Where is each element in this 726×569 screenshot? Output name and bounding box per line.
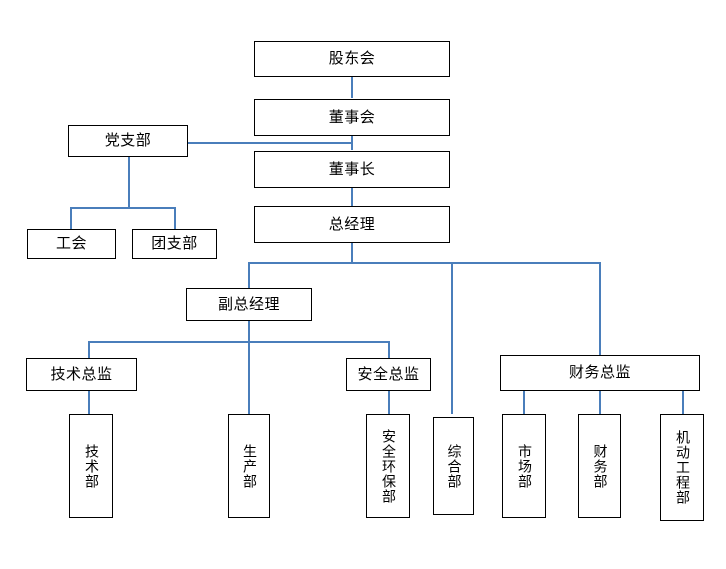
node-label: 财务总监 — [568, 363, 631, 382]
connector-party-branch-stem — [128, 157, 130, 208]
node-safety-director[interactable]: 安全总监 — [346, 358, 431, 391]
node-technical-director[interactable]: 技术总监 — [26, 358, 137, 391]
connector-gm-bus — [248, 262, 601, 264]
connector-bus-to-labor-union — [70, 207, 72, 229]
connector-finance-director-to-equipment-dept — [682, 390, 684, 414]
connector-deputy-gm-bus — [88, 341, 390, 343]
node-label: 生产部 — [241, 443, 258, 489]
node-label: 综合部 — [445, 443, 462, 489]
node-label: 市场部 — [516, 443, 533, 489]
connector-chairman-to-gm — [351, 188, 353, 208]
connector-deputy-gm-stem — [248, 320, 250, 342]
connector-gm-stem — [351, 242, 353, 263]
node-label: 股东会 — [328, 49, 376, 68]
connector-finance-director-to-market-dept — [523, 390, 525, 414]
node-chairman[interactable]: 董事长 — [254, 151, 450, 188]
connector-finance-director-to-finance-dept — [599, 390, 601, 414]
node-deputy-general-manager[interactable]: 副总经理 — [186, 288, 312, 321]
node-label: 党支部 — [104, 131, 152, 150]
connector-bus-to-general-affairs-dept — [451, 262, 453, 414]
connector-bus-to-production-dept — [248, 341, 250, 414]
node-shareholders-meeting[interactable]: 股东会 — [254, 41, 450, 77]
node-finance-dept[interactable]: 财务部 — [578, 414, 621, 518]
connector-safety-director-to-dept — [388, 390, 390, 414]
node-label: 工会 — [55, 234, 87, 253]
node-label: 安全总监 — [357, 364, 420, 383]
node-finance-director[interactable]: 财务总监 — [500, 355, 700, 391]
node-label: 董事会 — [328, 107, 376, 126]
node-label: 副总经理 — [217, 294, 280, 313]
node-label: 财务部 — [591, 443, 608, 489]
connector-bus-to-safety-director — [388, 341, 390, 359]
connector-bus-to-finance-director — [599, 262, 601, 355]
node-label: 团支部 — [151, 234, 198, 253]
node-party-branch[interactable]: 党支部 — [68, 125, 188, 157]
node-production-dept[interactable]: 生产部 — [228, 414, 270, 518]
node-label: 技术总监 — [50, 364, 113, 383]
node-board-of-directors[interactable]: 董事会 — [254, 99, 450, 136]
node-market-dept[interactable]: 市场部 — [502, 414, 546, 518]
node-equipment-eng-dept[interactable]: 机动工程部 — [660, 414, 704, 521]
node-labor-union[interactable]: 工会 — [27, 229, 116, 259]
node-label: 董事长 — [328, 159, 376, 178]
connector-bus-to-technical-director — [88, 341, 90, 359]
node-safety-env-dept[interactable]: 安全环保部 — [366, 414, 410, 518]
connector-technical-director-to-dept — [88, 390, 90, 414]
node-general-affairs-dept[interactable]: 综合部 — [433, 417, 474, 515]
node-label: 技术部 — [83, 443, 100, 489]
node-label: 安全环保部 — [380, 428, 397, 504]
connector-party-branch-to-chairman — [188, 142, 353, 144]
node-general-manager[interactable]: 总经理 — [254, 206, 450, 243]
node-label: 总经理 — [328, 214, 376, 233]
node-youth-league-branch[interactable]: 团支部 — [132, 229, 217, 259]
connector-party-branch-bus — [70, 207, 176, 209]
connector-shareholders-to-board — [351, 76, 353, 98]
node-technical-dept[interactable]: 技术部 — [69, 414, 113, 518]
connector-bus-to-deputy-gm — [248, 262, 250, 289]
connector-bus-to-youth-league — [174, 207, 176, 229]
node-label: 机动工程部 — [674, 430, 691, 505]
